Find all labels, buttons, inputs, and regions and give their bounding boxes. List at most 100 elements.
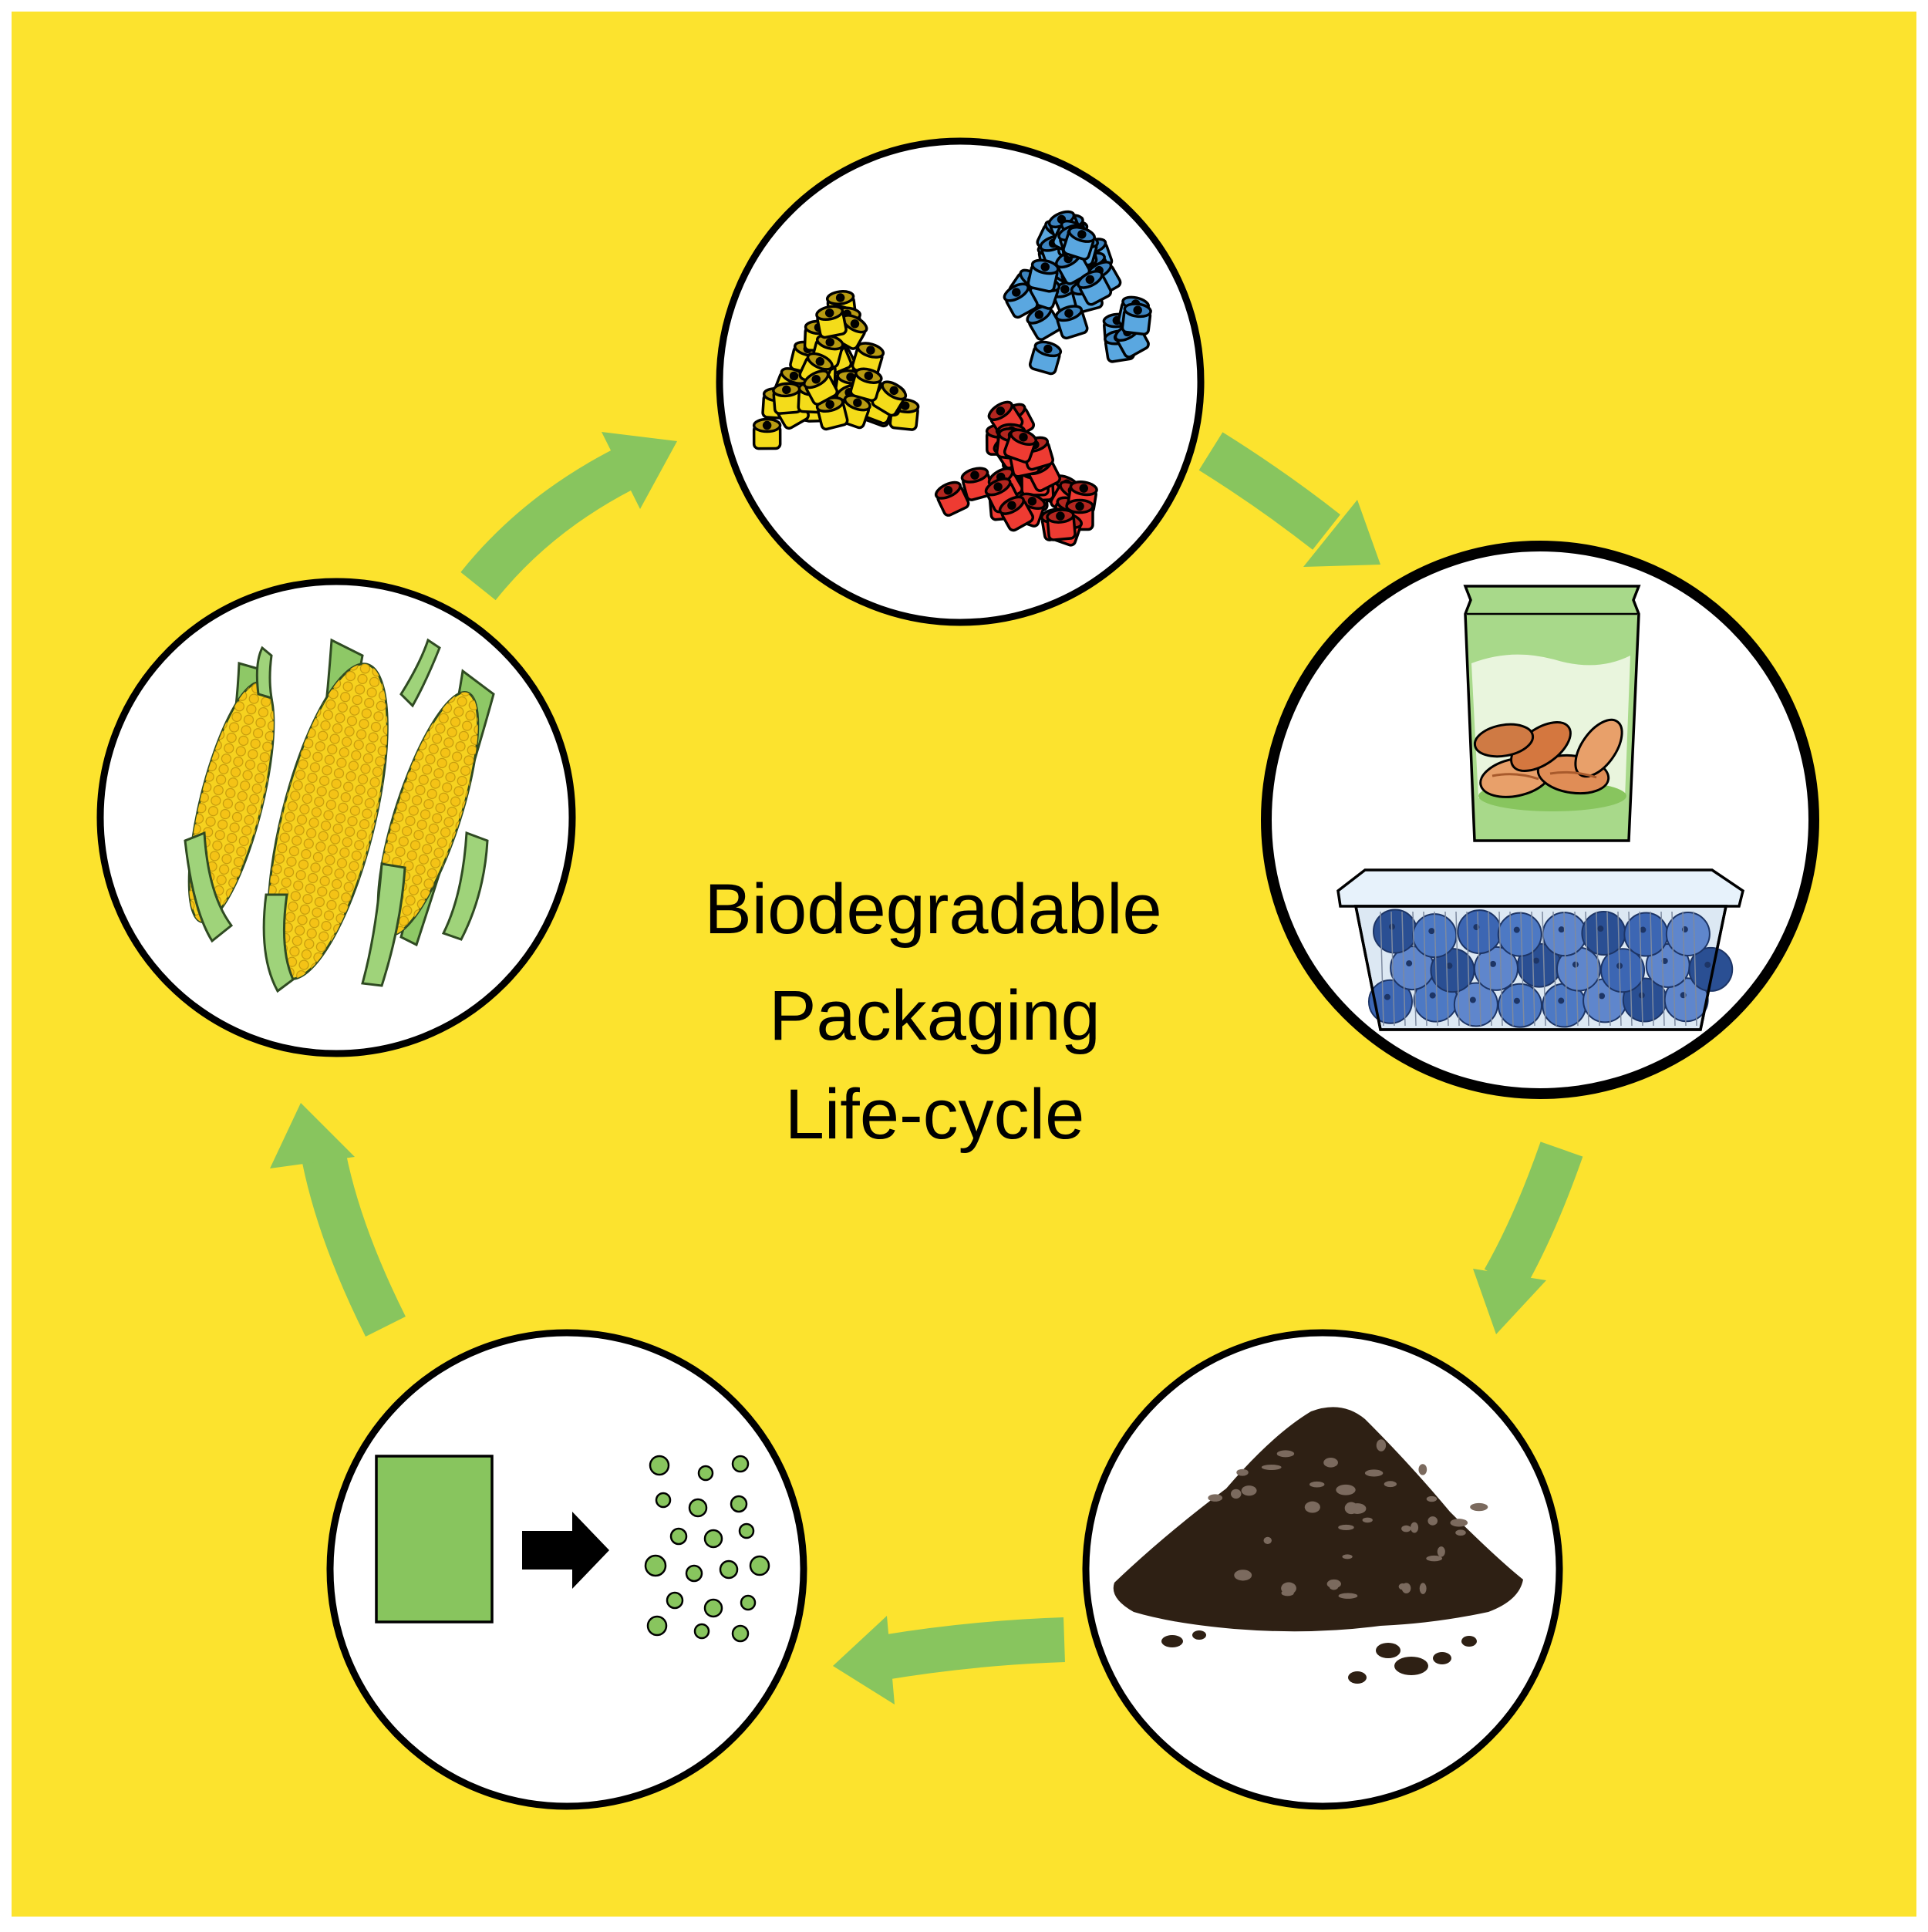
rib bbox=[1498, 911, 1503, 1027]
rib bbox=[1574, 911, 1579, 1027]
particle bbox=[649, 1455, 670, 1476]
rib bbox=[1682, 911, 1687, 1027]
arrow-compost-to-degradation bbox=[833, 1616, 1065, 1704]
rib bbox=[1542, 911, 1546, 1027]
blueberry bbox=[1457, 909, 1502, 955]
soil-pile-icon bbox=[1113, 1407, 1523, 1684]
soil-fleck bbox=[1304, 1501, 1320, 1513]
pellets-blue-pile bbox=[1003, 210, 1152, 376]
arrow-degradation-to-corn bbox=[270, 1103, 406, 1337]
particle bbox=[703, 1529, 723, 1549]
title-line-3: Life-cycle bbox=[785, 1075, 1085, 1154]
rib bbox=[1520, 911, 1525, 1027]
soil-fleck bbox=[1384, 1481, 1397, 1488]
pellet bbox=[1026, 305, 1062, 341]
cycle-arrows bbox=[270, 432, 1583, 1704]
soil-highlights bbox=[1208, 1439, 1488, 1599]
blueberry bbox=[1688, 946, 1734, 992]
particle bbox=[693, 1623, 710, 1640]
particle bbox=[666, 1591, 684, 1610]
arrow-corn-to-pellets bbox=[460, 432, 677, 601]
title-line-1: Biodegradable bbox=[704, 870, 1161, 949]
blueberry bbox=[1390, 946, 1435, 991]
particle bbox=[740, 1594, 757, 1611]
pellet bbox=[998, 495, 1035, 532]
particle bbox=[731, 1455, 750, 1473]
soil-fleck bbox=[1455, 1529, 1466, 1536]
soil-fleck bbox=[1362, 1517, 1373, 1523]
soil-fleck bbox=[1426, 1495, 1438, 1502]
pellet bbox=[1121, 302, 1152, 336]
particle bbox=[688, 1498, 708, 1518]
blueberry bbox=[1372, 909, 1417, 954]
soil-fleck bbox=[1281, 1590, 1294, 1597]
blueberries bbox=[1367, 909, 1734, 1028]
particle-dots bbox=[644, 1455, 770, 1643]
diagram-title: Biodegradable Packaging Life-cycle bbox=[704, 870, 1161, 1154]
rib bbox=[1606, 911, 1611, 1027]
particle bbox=[719, 1559, 739, 1580]
rib bbox=[1628, 911, 1633, 1027]
soil-crumbs bbox=[1161, 1630, 1477, 1684]
soil-fleck bbox=[1338, 1524, 1354, 1531]
blueberry bbox=[1623, 912, 1669, 957]
particle bbox=[730, 1495, 748, 1513]
rib bbox=[1477, 911, 1481, 1027]
particle bbox=[646, 1615, 668, 1637]
soil-fleck bbox=[1263, 1536, 1272, 1545]
particle bbox=[749, 1555, 770, 1576]
packaging-sheet bbox=[375, 1455, 494, 1623]
rib bbox=[1585, 911, 1589, 1027]
rib bbox=[1563, 911, 1568, 1027]
rib bbox=[1488, 911, 1492, 1027]
particle bbox=[703, 1598, 723, 1618]
particle bbox=[738, 1522, 755, 1539]
soil-fleck bbox=[1323, 1458, 1338, 1468]
pellet bbox=[1028, 340, 1063, 376]
pellet bbox=[1062, 225, 1096, 261]
soil-fleck bbox=[1309, 1481, 1325, 1488]
particle bbox=[697, 1465, 714, 1482]
soil-fleck bbox=[1410, 1522, 1419, 1533]
rib bbox=[1639, 911, 1643, 1027]
particle bbox=[669, 1527, 688, 1546]
soil-fleck bbox=[1344, 1502, 1358, 1515]
pellet bbox=[1003, 282, 1039, 319]
rib bbox=[1650, 911, 1654, 1027]
pellet bbox=[1054, 305, 1089, 340]
soil-fleck bbox=[1364, 1469, 1384, 1477]
pellet bbox=[1077, 270, 1113, 306]
pellet bbox=[1046, 508, 1077, 541]
soil-fleck bbox=[1208, 1494, 1223, 1502]
soil-fleck bbox=[1401, 1583, 1411, 1594]
arrow-pellets-to-packaging bbox=[1198, 432, 1380, 567]
soil-fleck bbox=[1241, 1485, 1257, 1496]
corn-icon bbox=[184, 638, 495, 993]
rib bbox=[1552, 911, 1557, 1027]
rib bbox=[1531, 911, 1535, 1027]
rib bbox=[1671, 911, 1676, 1027]
soil-fleck bbox=[1418, 1464, 1427, 1475]
blueberry bbox=[1600, 948, 1646, 993]
soil-fleck bbox=[1426, 1555, 1443, 1562]
rib bbox=[1693, 911, 1697, 1027]
rib bbox=[1401, 911, 1406, 1027]
title-line-2: Packaging bbox=[769, 976, 1101, 1055]
soil-fleck bbox=[1419, 1583, 1427, 1594]
soil-fleck bbox=[1261, 1464, 1282, 1470]
corn-husks-front bbox=[184, 638, 489, 993]
blueberry bbox=[1497, 912, 1542, 957]
container-ribs bbox=[1380, 911, 1697, 1027]
rib bbox=[1423, 911, 1427, 1027]
rib bbox=[1390, 911, 1395, 1027]
particle bbox=[655, 1492, 672, 1509]
pellets-red-pile bbox=[934, 400, 1098, 547]
almonds bbox=[1473, 718, 1623, 798]
rib bbox=[1509, 911, 1514, 1027]
pellet bbox=[849, 367, 883, 403]
soil-fleck bbox=[1336, 1484, 1356, 1495]
pellet bbox=[815, 305, 848, 339]
arrow-packaging-to-compost bbox=[1473, 1141, 1583, 1334]
particle bbox=[644, 1554, 667, 1577]
pouch-bag bbox=[1463, 585, 1641, 842]
